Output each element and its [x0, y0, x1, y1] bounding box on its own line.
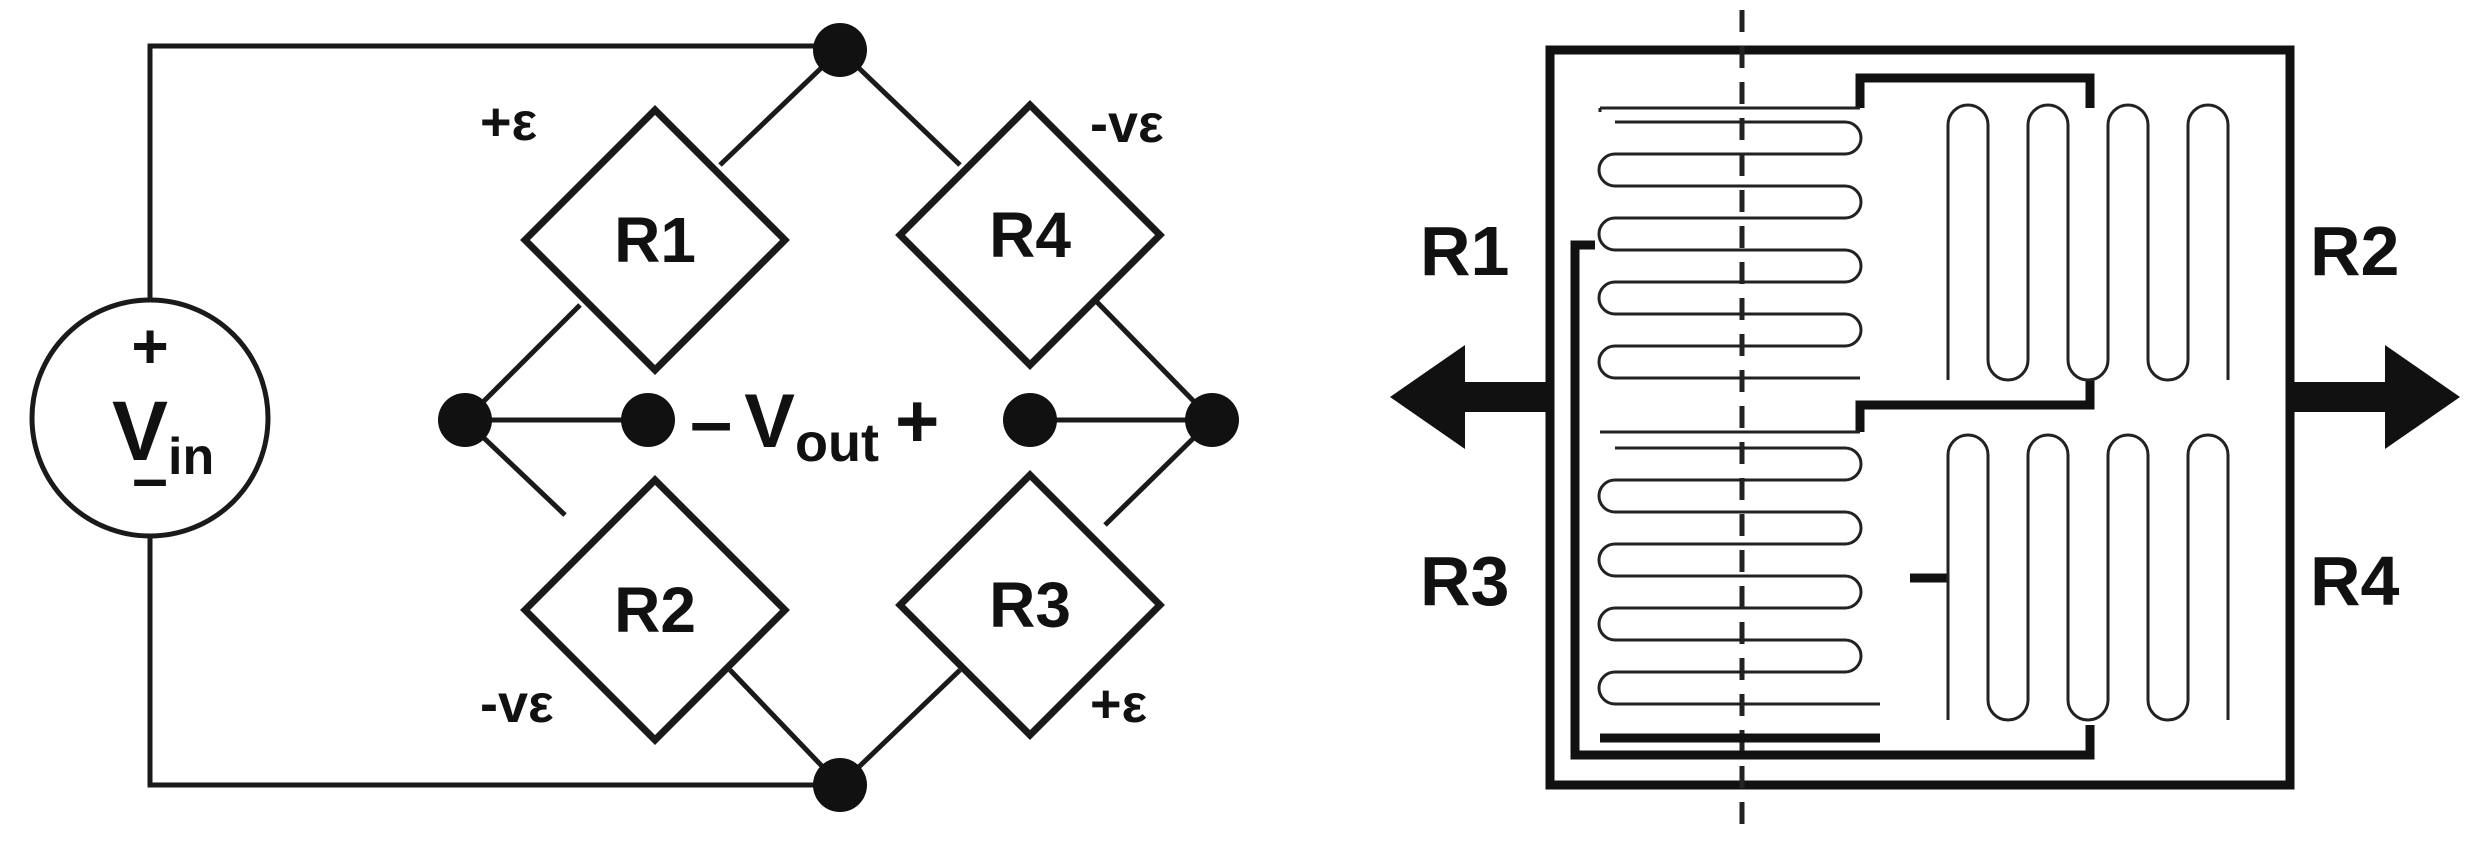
- gauge-label-r1: R1: [1420, 212, 1509, 290]
- strain-label-r3: +ε: [1090, 674, 1147, 734]
- gauge-label-r3: R3: [1420, 542, 1509, 620]
- serpentine-r4: [1946, 433, 2230, 722]
- voltage-source: + Vin –: [29, 297, 271, 539]
- serpentine-r2: [1946, 103, 2230, 382]
- branch-top-right: [838, 48, 962, 167]
- top-wire: [147, 43, 840, 305]
- gauge-label-r2: R2: [2310, 212, 2399, 290]
- node-top: [813, 23, 867, 77]
- serpentine-r3: [1597, 430, 1880, 706]
- resistor-r4-label: R4: [989, 199, 1071, 271]
- wheatstone-bridge: R1 R4 R2 R3 +ε -vε -vε +ε –Vout+ +: [29, 23, 1239, 812]
- vout-minus-terminal: [621, 393, 675, 447]
- node-bottom: [813, 758, 867, 812]
- strain-label-r2: -vε: [480, 674, 554, 734]
- node-right: [1185, 393, 1239, 447]
- strain-gauge-layout: R1 R2 R3 R4: [1390, 10, 2460, 835]
- resistor-r1: R1: [520, 105, 790, 375]
- branch-top-left: [718, 48, 842, 167]
- gauge-substrate: [1545, 45, 2295, 790]
- node-left: [438, 393, 492, 447]
- source-minus-sign: –: [132, 442, 168, 514]
- source-plus-sign: +: [131, 310, 168, 382]
- busbar-middle: [1855, 380, 2095, 432]
- resistor-r3: R3: [895, 470, 1165, 740]
- left-force-arrow: [1390, 345, 1553, 449]
- vout-plus-terminal: [1003, 393, 1057, 447]
- branch-bottom-right: [838, 668, 962, 787]
- resistor-r3-label: R3: [989, 569, 1071, 641]
- gauge-label-r4: R4: [2310, 542, 2400, 620]
- strain-label-r4: -vε: [1090, 94, 1164, 154]
- strain-label-r1: +ε: [480, 92, 537, 152]
- resistor-r1-label: R1: [614, 204, 696, 276]
- branch-left-top: [463, 303, 582, 422]
- busbar-left: [1570, 240, 2095, 760]
- vout-label: –Vout+: [690, 379, 939, 473]
- busbar-top: [1855, 73, 2095, 108]
- resistor-r2: R2: [520, 475, 790, 745]
- resistor-r4: R4: [895, 100, 1165, 370]
- bottom-wire: [147, 530, 840, 788]
- source-v-label: Vin: [112, 384, 214, 486]
- branch-right-top: [1093, 298, 1214, 422]
- right-force-arrow: [2290, 345, 2460, 449]
- serpentine-r1: [1597, 106, 1863, 380]
- resistor-r2-label: R2: [614, 574, 696, 646]
